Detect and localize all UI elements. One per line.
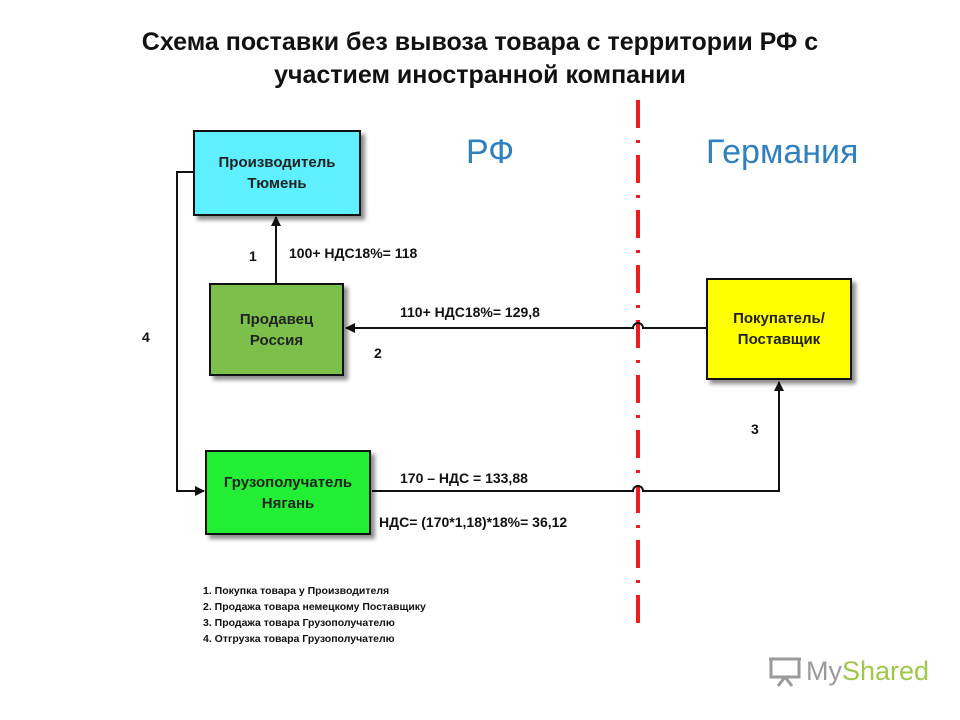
legend-item-2: 2. Продажа товара немецкому Поставщику xyxy=(203,601,426,613)
flow-2-label: 110+ НДС18%= 129,8 xyxy=(400,304,540,320)
watermark-text-my: My xyxy=(806,656,842,686)
buyer-role-2: Поставщик xyxy=(737,331,821,348)
seller-country: Россия xyxy=(249,331,304,349)
legend: 1. Покупка товара у Производителя 2. Про… xyxy=(203,583,426,647)
flow-1-number: 1 xyxy=(249,248,257,264)
producer-box: Производитель Тюмень xyxy=(193,130,361,216)
legend-item-3: 3. Продажа товара Грузополучателю xyxy=(203,617,395,629)
flow-4-arrow xyxy=(176,171,205,496)
region-label-germany: Германия xyxy=(706,133,859,171)
consignee-box: Грузополучатель Нягань xyxy=(205,450,371,535)
producer-city: Тюмень xyxy=(247,175,307,192)
consignee-name: Грузополучатель xyxy=(223,473,353,491)
legend-item-1: 1. Покупка товара у Производителя xyxy=(203,585,390,597)
flow-1-label: 100+ НДС18%= 118 xyxy=(289,245,418,261)
producer-name: Производитель xyxy=(218,154,336,171)
title-line-1: Схема поставки без вывоза товара с терри… xyxy=(141,28,819,56)
flow-3-label: 170 – НДС = 133,88 xyxy=(400,470,528,486)
consignee-city: Нягань xyxy=(261,494,315,512)
flow-2-arrow xyxy=(345,322,706,333)
flow-3-vat-label: НДС= (170*1,18)*18%= 36,12 xyxy=(379,514,568,530)
diagram-title: Схема поставки без вывоза товара с терри… xyxy=(80,26,880,92)
flow-4-number: 4 xyxy=(142,329,150,345)
presentation-icon xyxy=(769,657,801,687)
buyer-box: Покупатель/ Поставщик xyxy=(706,278,852,380)
flow-2-number: 2 xyxy=(374,345,382,361)
watermark-text-shared: Shared xyxy=(842,656,930,686)
seller-name: Продавец xyxy=(239,310,314,328)
buyer-role-1: Покупатель/ xyxy=(733,310,825,327)
legend-item-4: 4. Отгрузка товара Грузополучателю xyxy=(203,633,395,645)
title-line-2: участием иностранной компании xyxy=(274,61,686,89)
flow-3-arrow xyxy=(372,381,784,492)
region-label-rf: РФ xyxy=(466,133,515,171)
seller-box: Продавец Россия xyxy=(209,283,344,376)
flow-3-number: 3 xyxy=(751,421,759,437)
